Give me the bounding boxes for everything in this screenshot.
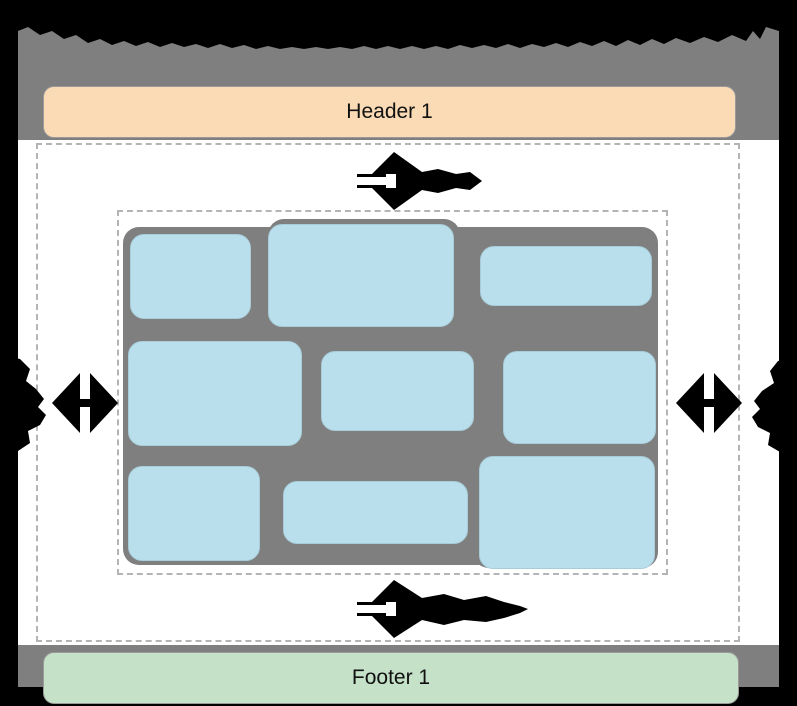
block-r3-c1[interactable] — [128, 466, 260, 561]
block-r2-c1[interactable] — [128, 341, 302, 446]
block-r3-c3[interactable] — [479, 456, 655, 569]
header-band-torn-edge — [18, 25, 779, 51]
arrow-vertical-top[interactable] — [352, 152, 482, 210]
block-r3-c2[interactable] — [283, 481, 468, 544]
footer-1[interactable]: Footer 1 — [43, 652, 739, 704]
content-region-outline — [117, 210, 668, 575]
arrow-vertical-bottom[interactable] — [352, 580, 528, 638]
footer-1-label: Footer 1 — [351, 666, 431, 689]
block-r1-c2[interactable] — [268, 224, 454, 327]
header-1[interactable]: Header 1 — [43, 86, 736, 138]
block-r2-c3[interactable] — [503, 351, 656, 444]
arrow-horizontal-left[interactable] — [50, 371, 120, 435]
block-r2-c2[interactable] — [321, 351, 474, 431]
block-r1-c3[interactable] — [480, 246, 652, 306]
block-r1-c1[interactable] — [130, 234, 251, 319]
header-1-label: Header 1 — [346, 100, 433, 123]
arrow-horizontal-right[interactable] — [674, 371, 744, 435]
